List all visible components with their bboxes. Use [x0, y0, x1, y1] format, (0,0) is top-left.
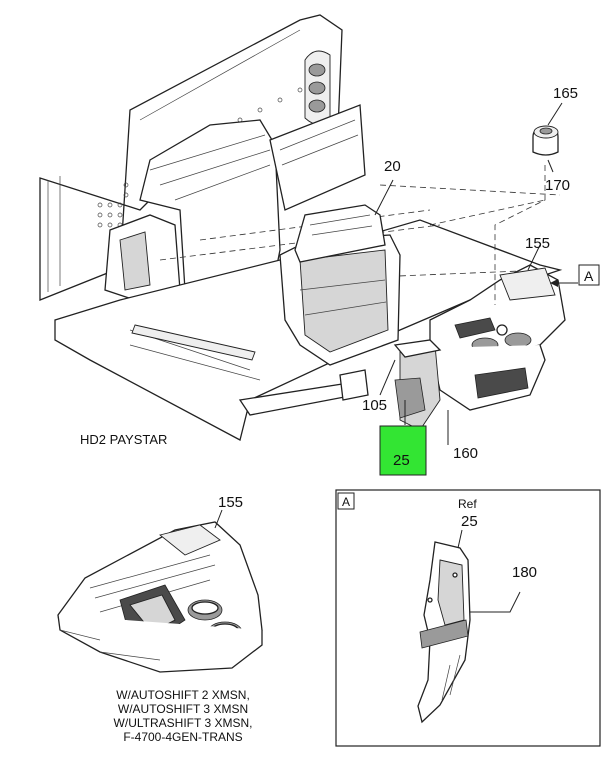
variant-line-2: W/AUTOSHIFT 3 XMSN — [117, 702, 249, 716]
detail-marker-main-box — [578, 264, 600, 286]
detail-view-frame — [335, 489, 601, 747]
console-detail-drawing — [57, 509, 263, 673]
variant-line-4: F-4700-4GEN-TRANS — [123, 730, 243, 744]
detail-marker-box: A — [342, 495, 350, 509]
ref-label: Ref — [458, 497, 477, 511]
detail-marker-main: A — [584, 268, 594, 284]
highlighted-part-25-box[interactable] — [379, 425, 427, 476]
callout-170: 170 — [545, 177, 570, 194]
main-assembly-drawing — [39, 14, 566, 441]
main-leader-lines — [374, 102, 578, 445]
callout-20: 20 — [384, 158, 401, 175]
callout-155-detail: 155 — [218, 494, 243, 511]
callout-180: 180 — [512, 564, 537, 581]
callout-155-main: 155 — [525, 235, 550, 252]
callout-25-highlighted[interactable]: 25 — [393, 452, 410, 469]
callout-165: 165 — [553, 85, 578, 102]
model-label: HD2 PAYSTAR — [80, 432, 168, 447]
variant-line-1: W/AUTOSHIFT 2 XMSN, — [116, 688, 250, 702]
side-panel-detail-drawing — [417, 529, 521, 724]
variant-line-3: W/ULTRASHIFT 3 XMSN, — [113, 716, 253, 730]
variant-caption: W/AUTOSHIFT 2 XMSN, W/AUTOSHIFT 3 XMSN W… — [98, 688, 268, 744]
callout-105: 105 — [362, 397, 387, 414]
detail-marker-box-frame — [337, 492, 355, 510]
callout-160: 160 — [453, 445, 478, 462]
callout-ref-25: 25 — [461, 513, 478, 530]
